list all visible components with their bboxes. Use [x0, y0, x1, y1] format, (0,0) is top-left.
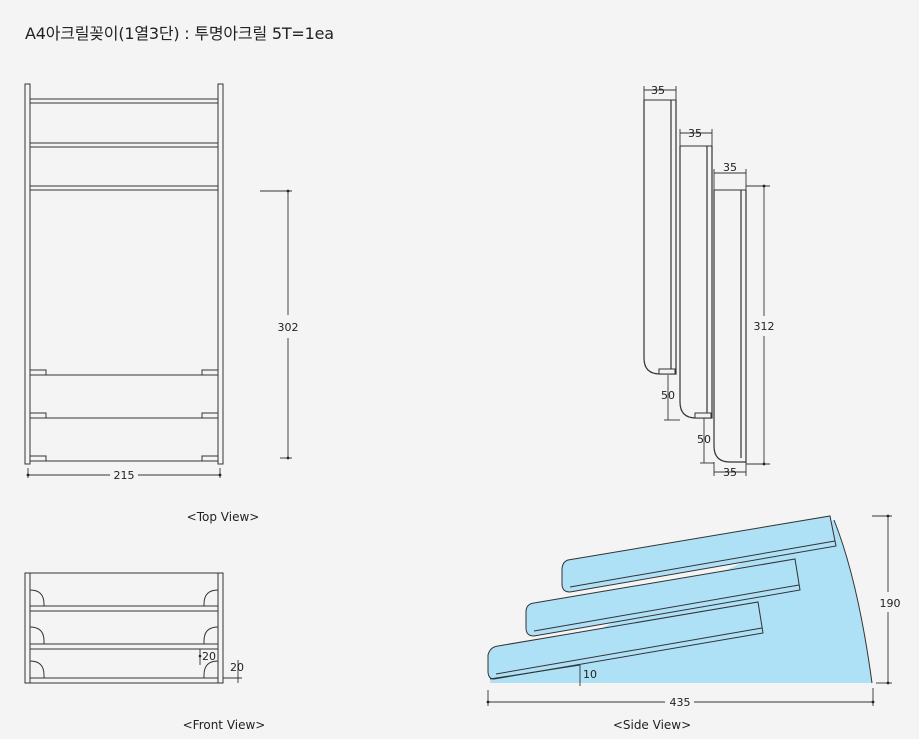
elevation-height-label: 312 [754, 320, 775, 333]
front-view-shelf-1 [29, 605, 219, 612]
elevation-dim-50-a: 50 [661, 389, 675, 402]
front-view-shelf-3 [29, 677, 219, 684]
top-view-slot [201, 455, 219, 462]
elevation-tier-3 [713, 190, 747, 463]
side-view-tray-bottom [487, 601, 764, 680]
top-view-slot [201, 369, 219, 376]
front-view-caption: <Front View> [183, 718, 266, 732]
front-view: 20 20 <Front View> [24, 572, 266, 732]
drawing-title: A4아크릴꽂이(1열3단) : 투명아크릴 5T=1ea [25, 24, 334, 43]
elevation-dim-35-d: 35 [723, 466, 737, 479]
side-view-tray-top [561, 515, 837, 593]
side-view-tray-middle [525, 558, 801, 637]
elevation-dim-35-a: 35 [651, 84, 665, 97]
elevation-dim-35-c: 35 [723, 161, 737, 174]
front-view-shelf-2 [29, 643, 219, 650]
side-view-length-label: 435 [670, 696, 691, 709]
top-view-shelf-1 [29, 98, 219, 104]
top-view-height-label: 302 [278, 321, 299, 334]
top-view-shelf-2 [29, 142, 219, 148]
top-view-left-panel [24, 83, 31, 465]
elevation-dim-35-b: 35 [688, 127, 702, 140]
side-view-caption: <Side View> [613, 718, 691, 732]
top-view: 215 302 <Top View> [24, 83, 299, 524]
top-view-slot [29, 369, 47, 376]
top-view-shelf-3 [29, 185, 219, 191]
right-elevation-view: 35 35 35 50 50 35 312 [643, 84, 775, 479]
top-view-width-label: 215 [114, 469, 135, 482]
top-view-slot [29, 455, 47, 462]
top-view-caption: <Top View> [187, 510, 260, 524]
side-view: 10 435 190 <Side View> [486, 514, 901, 732]
side-view-height-label: 190 [880, 597, 901, 610]
front-view-gap-label: 20 [202, 650, 216, 663]
front-view-height-label: 20 [230, 661, 244, 674]
front-view-right-panel [217, 572, 224, 684]
front-view-left-panel [24, 572, 31, 684]
top-view-slot [29, 412, 47, 419]
top-view-slot [201, 412, 219, 419]
top-view-right-panel [217, 83, 224, 465]
side-view-lip-label: 10 [583, 668, 597, 681]
elevation-dim-50-b: 50 [697, 433, 711, 446]
